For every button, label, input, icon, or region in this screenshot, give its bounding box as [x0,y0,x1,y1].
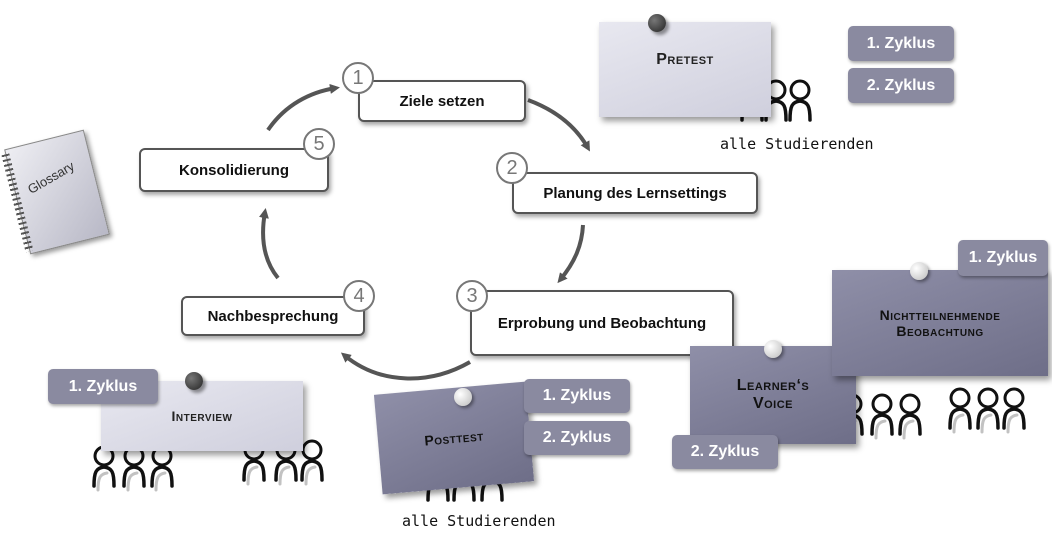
interview-badge-cycle-1: 1. Zyklus [48,369,158,404]
learners-voice-title-line-2: Voice [752,395,794,412]
step-4-label: Nachbesprechung [207,307,339,325]
observation-people [948,387,1026,434]
pretest-note[interactable]: Pretest [599,22,771,117]
learners-voice-title-line-1: Learner‘s [736,377,810,394]
observation-pin-icon [910,262,928,280]
learners-voice-badge-cycle-2: 2. Zyklus [672,435,778,469]
interview-people-left [92,445,174,492]
step-nachbesprechung[interactable]: Nachbesprechung [181,296,365,336]
pretest-title: Pretest [656,50,714,68]
observation-badge-cycle-1: 1. Zyklus [958,240,1048,276]
step-konsolidierung[interactable]: Konsolidierung [139,148,329,192]
step-erprobung[interactable]: Erprobung und Beobachtung [470,290,734,356]
pretest-caption: alle Studierenden [720,135,874,153]
observation-note[interactable]: Nichtteilnehmende Beobachtung [832,270,1048,376]
observation-title-line-2: Beobachtung [896,323,984,339]
posttest-badge-cycle-2: 2. Zyklus [524,421,630,455]
arrow-3-to-4 [340,352,471,381]
posttest-caption: alle Studierenden [402,512,556,530]
step-3-number: 3 [456,280,488,312]
pretest-badge-cycle-1: 1. Zyklus [848,26,954,61]
step-planung[interactable]: Planung des Lernsettings [512,172,758,214]
learners-voice-pin-icon [764,340,782,358]
step-ziele-setzen[interactable]: Ziele setzen [358,80,526,122]
posttest-badge-cycle-1: 1. Zyklus [524,379,630,413]
arrow-2-to-3 [557,224,585,284]
interview-pin-icon [185,372,203,390]
step-2-label: Planung des Lernsettings [543,184,727,202]
interview-title: Interview [171,408,233,424]
posttest-title: Posttest [423,427,485,449]
step-5-label: Konsolidierung [179,161,289,179]
step-4-number: 4 [343,280,375,312]
step-5-number: 5 [303,128,335,160]
posttest-pin-icon [454,388,472,406]
step-3-label: Erprobung und Beobachtung [497,314,707,332]
learners-voice-note[interactable]: Learner‘s Voice [690,346,856,444]
observation-title-line-1: Nichtteilnehmende [879,307,1001,323]
step-1-label: Ziele setzen [399,92,485,110]
arrow-1-to-2 [527,98,590,152]
arrow-4-to-5 [259,208,280,280]
glossary-label: Glossary [25,158,77,197]
step-1-number: 1 [342,62,374,94]
arrow-5-to-1 [266,83,340,132]
step-2-number: 2 [496,152,528,184]
pretest-pin-icon [648,14,666,32]
pretest-badge-cycle-2: 2. Zyklus [848,68,954,103]
